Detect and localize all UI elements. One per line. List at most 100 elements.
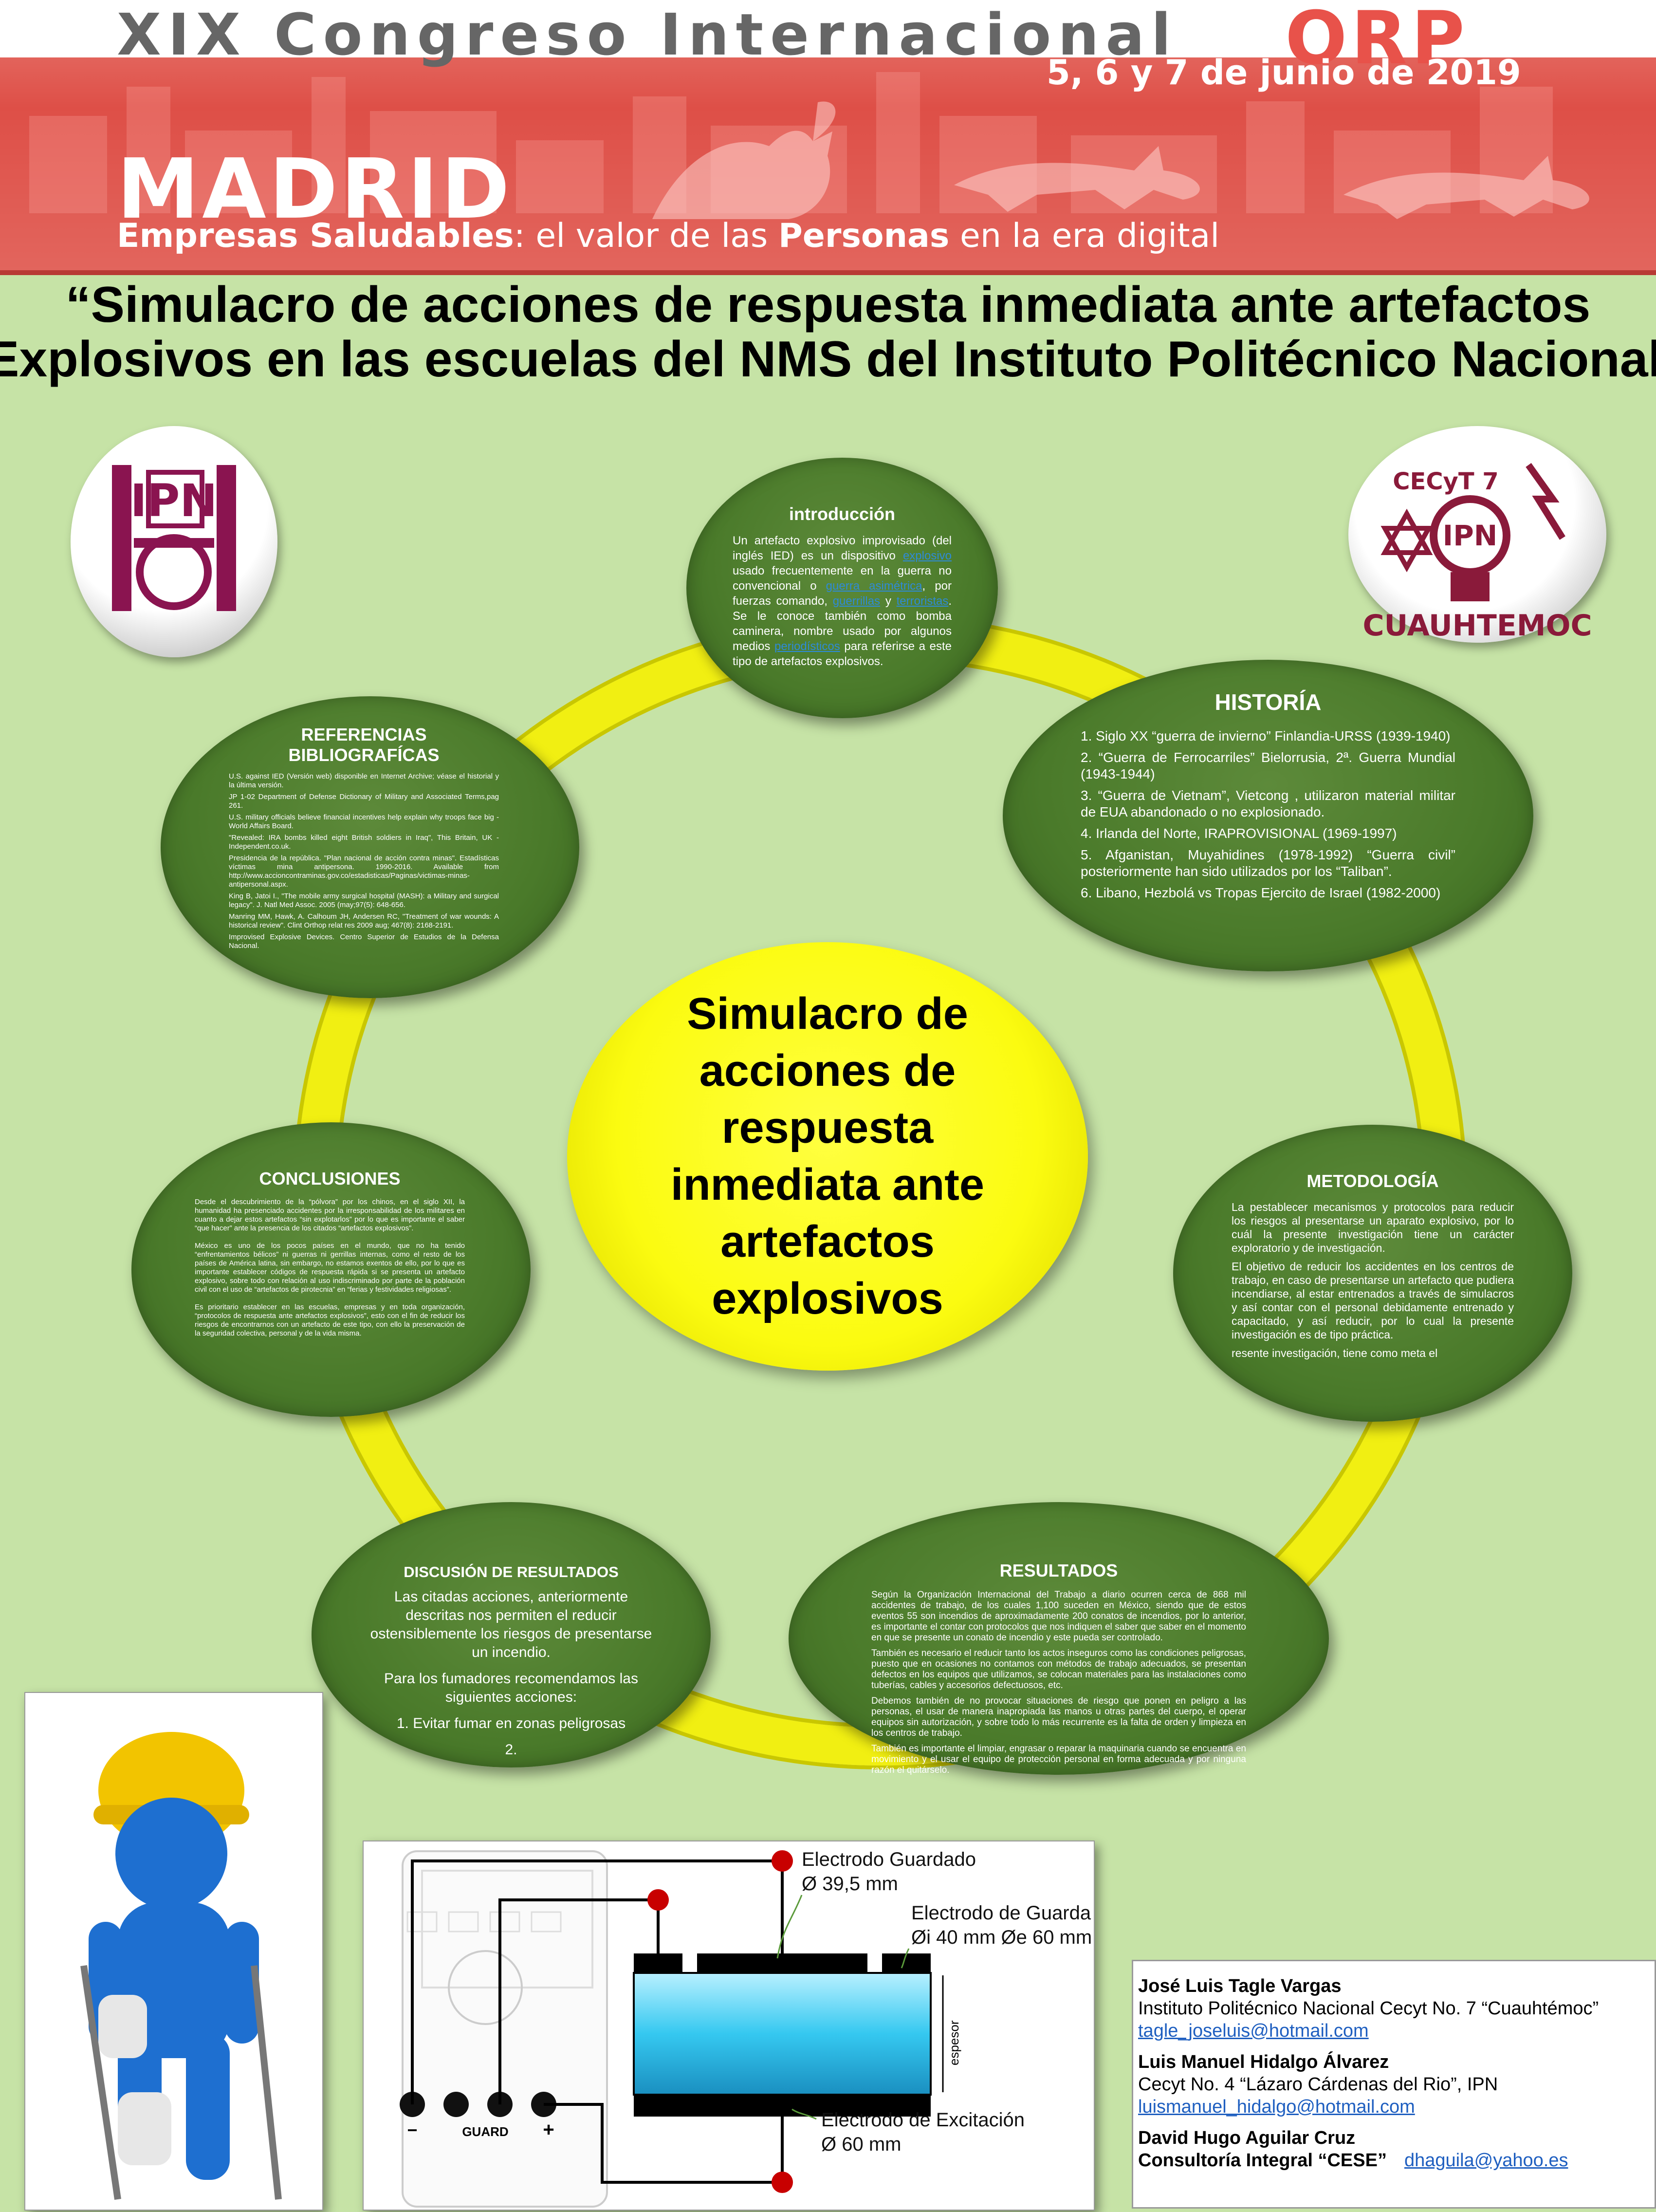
- authors-box: José Luis Tagle Vargas Instituto Politéc…: [1132, 1960, 1656, 2209]
- reference-item: U.S. military officials believe financia…: [229, 813, 499, 830]
- author-institution: Instituto Politécnico Nacional Cecyt No.…: [1138, 1998, 1599, 2019]
- link-explosivo[interactable]: explosivo: [902, 549, 952, 562]
- tagline-bold-1: Empresas Saludables: [117, 217, 514, 255]
- running-cat-icon: [954, 146, 1200, 212]
- congress-tagline: Empresas Saludables: el valor de las Per…: [117, 217, 1219, 255]
- electrode-guarded-label: Electrodo Guardado: [802, 1849, 976, 1870]
- electrode-guard-label: Electrodo de Guarda: [911, 1902, 1091, 1924]
- city-name: MADRID: [117, 141, 513, 238]
- discusion-item: 1. Evitar fumar en zonas peligrosas: [396, 1715, 626, 1731]
- conclusiones-bubble: CONCLUSIONES Desde el descubrimiento de …: [131, 1122, 531, 1417]
- conclusiones-title: CONCLUSIONES: [259, 1169, 401, 1189]
- center-title-text: Simulacro de acciones de respuesta inmed…: [670, 989, 985, 1323]
- author-email-link[interactable]: luismanuel_hidalgo@hotmail.com: [1138, 2097, 1415, 2117]
- author-institution: Cecyt No. 4 “Lázaro Cárdenas del Rio”, I…: [1138, 2074, 1498, 2095]
- poster-title: “Simulacro de acciones de respuesta inme…: [0, 278, 1656, 387]
- historia-item: 5. Afganistan, Muyahidines (1978-1992) “…: [1081, 847, 1455, 879]
- ipn-logo-text: IPN: [130, 475, 218, 527]
- author-block: José Luis Tagle Vargas Instituto Politéc…: [1138, 1975, 1650, 2042]
- electrode-diagram: − GUARD + espesor Electrodo Guardado Ø 3…: [363, 1840, 1095, 2211]
- conclusiones-paragraph: Es prioritario establecer en las escuela…: [195, 1303, 465, 1338]
- metodologia-paragraph: resente investigación, tiene como meta e…: [1232, 1347, 1438, 1359]
- historia-title: HISTORÍA: [1214, 689, 1322, 715]
- congress-dates: 5, 6 y 7 de junio de 2019: [1047, 53, 1521, 93]
- tagline-end: en la era digital: [949, 217, 1220, 255]
- historia-item: 3. “Guerra de Vietnam”, Vietcong , utili…: [1081, 788, 1455, 819]
- conclusiones-paragraph: México es uno de los pocos países en el …: [195, 1242, 465, 1294]
- node-guard: [647, 1889, 669, 1911]
- discusion-text: Las citadas acciones, anteriormente desc…: [368, 1588, 655, 1759]
- cecyt-shield-icon: CECyT 7 IPN CUAUHTEMOC: [1362, 463, 1592, 643]
- author-block: Luis Manuel Hidalgo Álvarez Cecyt No. 4 …: [1138, 2051, 1650, 2118]
- discusion-paragraph: Las citadas acciones, anteriormente desc…: [370, 1589, 652, 1660]
- terminal-1: [443, 2092, 469, 2117]
- resultados-paragraph: Debemos también de no provocar situacion…: [871, 1696, 1246, 1738]
- introduccion-title: introducción: [789, 504, 895, 524]
- electrode-excitation-size: Ø 60 mm: [821, 2134, 901, 2155]
- cecyt-logo: CECyT 7 IPN CUAUHTEMOC: [1348, 426, 1606, 643]
- referencias-bubble: REFERENCIAS BIBLIOGRAFÍCAS U.S. against …: [161, 696, 579, 998]
- referencias-title: REFERENCIAS BIBLIOGRAFÍCAS: [288, 725, 440, 765]
- introduccion-bubble: introducción Un artefacto explosivo impr…: [686, 458, 998, 718]
- cecyt-bottom-text: CUAUHTEMOC: [1362, 609, 1592, 643]
- resultados-paragraph: También es importante el limpiar, engras…: [871, 1744, 1246, 1775]
- historia-bubble: HISTORÍA 1. Siglo XX “guerra de invierno…: [1003, 660, 1533, 971]
- author-email-link[interactable]: dhaguila@yahoo.es: [1404, 2150, 1568, 2171]
- resultados-paragraph: También es necesario el reducir tanto lo…: [871, 1648, 1246, 1691]
- resultados-bubble: RESULTADOS Según la Organización Interna…: [789, 1502, 1329, 1775]
- tagline-mid: : el valor de las: [514, 217, 778, 255]
- referencias-list: U.S. against IED (Versión web) disponibl…: [229, 772, 499, 950]
- plus-label: +: [543, 2119, 554, 2140]
- reference-item: Manring MM, Hawk, A. Calhoum JH, Anderse…: [229, 912, 499, 929]
- author-name: José Luis Tagle Vargas: [1138, 1976, 1342, 1996]
- cecyt-top-text: CECyT 7: [1393, 468, 1498, 495]
- electrode-excitation-label: Electrodo de Excitación: [821, 2109, 1025, 2131]
- ipn-shield-icon: IPN: [112, 465, 236, 611]
- link-periodisticos[interactable]: periodísticos: [774, 640, 840, 653]
- discusion-item: 2.: [505, 1742, 517, 1758]
- node-excitation: [772, 2172, 793, 2193]
- link-guerra-asimetrica[interactable]: guerra asimétrica: [826, 579, 922, 593]
- worker-illustration: [24, 1692, 323, 2211]
- reference-item: "Revealed: IRA bombs killed eight Britis…: [229, 834, 499, 851]
- cecyt-ipn-text: IPN: [1443, 519, 1498, 552]
- electrode-guarded-size: Ø 39,5 mm: [802, 1873, 898, 1895]
- running-cat-icon-2: [1343, 156, 1589, 219]
- reference-item: King B, Jatoi I., "The mobile army surgi…: [229, 892, 499, 909]
- skyline-graphic: [29, 72, 1553, 213]
- introduccion-text: Un artefacto explosivo improvisado (del …: [733, 534, 952, 668]
- metodologia-text: La pestablecer mecanismos y protocolos p…: [1232, 1200, 1514, 1360]
- author-name: David Hugo Aguilar Cruz: [1138, 2128, 1356, 2148]
- reference-item: JP 1-02 Department of Defense Dictionary…: [229, 793, 499, 810]
- metodologia-title: METODOLOGÍA: [1306, 1171, 1439, 1191]
- guard-label: GUARD: [462, 2124, 508, 2139]
- electrode-diagram-svg: − GUARD + espesor Electrodo Guardado Ø 3…: [400, 1849, 1092, 2208]
- author-email-link[interactable]: tagle_joseluis@hotmail.com: [1138, 2021, 1369, 2041]
- tagline-bold-2: Personas: [778, 217, 950, 255]
- link-guerrillas[interactable]: guerrillas: [832, 595, 881, 608]
- dial-icon: [448, 1950, 523, 2025]
- banner-top-strip: [0, 0, 1656, 57]
- congress-banner: XIX Congreso Internacional ORP 5, 6 y 7 …: [0, 0, 1656, 275]
- congress-title: XIX Congreso Internacional: [117, 1, 1178, 68]
- cat-silhouette-icon: [652, 101, 836, 219]
- ipn-logo: IPN: [71, 426, 277, 657]
- discusion-paragraph: Para los fumadores recomendamos las sigu…: [384, 1671, 638, 1705]
- resultados-paragraph: Según la Organización Internacional del …: [871, 1590, 1246, 1643]
- conclusiones-paragraph: Desde el descubrimiento de la “pólvora” …: [195, 1198, 465, 1232]
- metodologia-paragraph: El objetivo de reducir los accidentes en…: [1232, 1260, 1514, 1341]
- resultados-title: RESULTADOS: [999, 1561, 1118, 1580]
- author-name: Luis Manuel Hidalgo Álvarez: [1138, 2052, 1389, 2072]
- poster-title-line-2: Explosivos en las escuelas del NMS del I…: [0, 331, 1656, 388]
- reference-item: Presidencia de la república. "Plan nacio…: [229, 854, 499, 889]
- node-guarded: [772, 1850, 793, 1872]
- historia-item: 1. Siglo XX “guerra de invierno” Finland…: [1081, 728, 1451, 744]
- resultados-text: Según la Organización Internacional del …: [871, 1590, 1246, 1776]
- historia-list: 1. Siglo XX “guerra de invierno” Finland…: [1081, 728, 1455, 901]
- author-block: David Hugo Aguilar Cruz Consultoría Inte…: [1138, 2127, 1650, 2172]
- orp-label: ORP: [1285, 0, 1469, 81]
- historia-item: 6. Libano, Hezbolá vs Tropas Ejercito de…: [1081, 885, 1441, 900]
- link-terroristas[interactable]: terroristas: [896, 595, 949, 608]
- discusion-bubble: DISCUSIÓN DE RESULTADOS Las citadas acci…: [312, 1502, 711, 1767]
- historia-item: 2. “Guerra de Ferrocarriles” Bielorrusia…: [1081, 750, 1455, 781]
